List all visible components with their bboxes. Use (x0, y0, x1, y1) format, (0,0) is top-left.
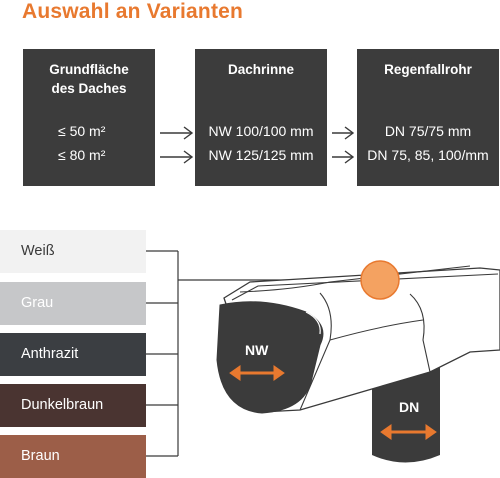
gutter-value-1: NW 100/100 mm (208, 123, 314, 139)
roof-area-value-2: ≤ 80 m² (58, 147, 106, 163)
highlight-marker-icon (360, 260, 400, 300)
downpipe-value-1: DN 75/75 mm (384, 123, 472, 139)
nw-label: NW (245, 342, 269, 358)
arrow-row2-left-icon (160, 150, 194, 164)
arrow-row1-right-icon (332, 126, 355, 140)
swatch-connector-lines (146, 250, 365, 457)
roof-area-heading-line1: Grundfläche (49, 62, 129, 77)
gutter-illustration (216, 265, 500, 414)
dn-width-arrow-icon (380, 424, 437, 440)
dn-label: DN (399, 399, 420, 415)
roof-area-box: Grundfläche des Daches ≤ 50 m² ≤ 80 m² (23, 49, 155, 186)
roof-area-heading: Grundfläche des Daches (23, 60, 155, 98)
arrow-row1-left-icon (160, 126, 194, 140)
color-swatch-dunkelbraun: Dunkelbraun (0, 384, 146, 427)
page-title: Auswahl an Varianten (22, 0, 244, 23)
arrow-row2-right-icon (332, 150, 355, 164)
gutter-value-2: NW 125/125 mm (208, 147, 314, 163)
roof-area-value-1: ≤ 50 m² (58, 123, 106, 139)
gutter-heading: Dachrinne (227, 62, 295, 77)
downpipe-box: Regenfallrohr DN 75/75 mm DN 75, 85, 100… (357, 49, 499, 186)
color-swatch-grau: Grau (0, 282, 146, 325)
downpipe-heading: Regenfallrohr (384, 62, 472, 77)
color-swatch-anthrazit: Anthrazit (0, 333, 146, 376)
downpipe-value-2: DN 75, 85, 100/mm (367, 147, 489, 163)
gutter-box: Dachrinne NW 100/100 mm NW 125/125 mm (195, 49, 327, 186)
nw-width-arrow-icon (229, 365, 285, 381)
color-swatch-weiss: Weiß (0, 230, 146, 273)
color-swatch-braun: Braun (0, 435, 146, 478)
roof-area-heading-line2: des Daches (51, 81, 127, 96)
